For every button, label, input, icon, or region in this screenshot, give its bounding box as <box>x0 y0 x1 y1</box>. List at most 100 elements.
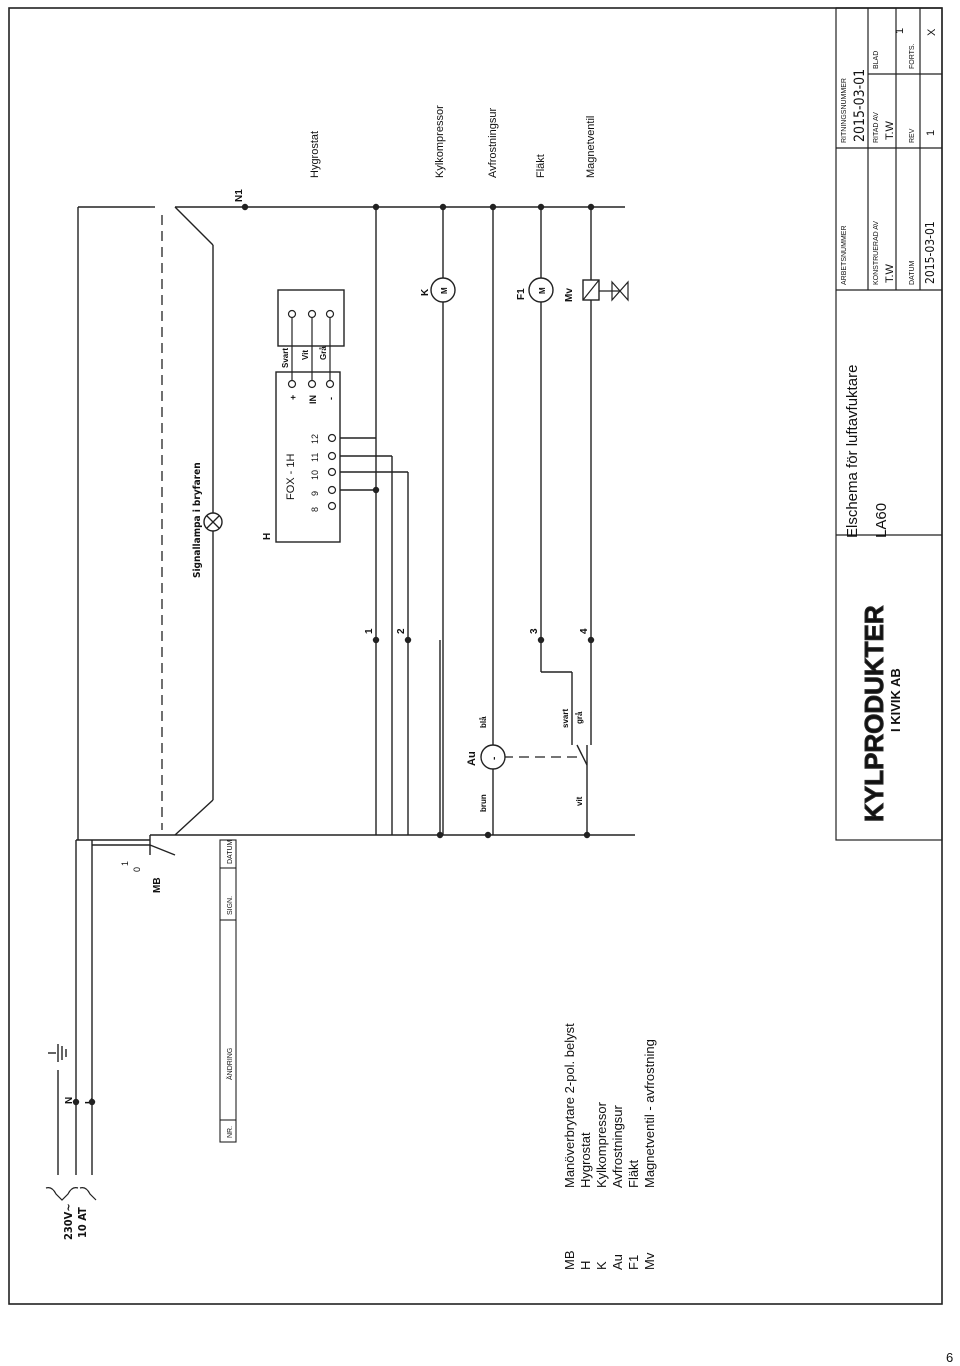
legend-desc-au: Avfrostningsur <box>610 1104 625 1188</box>
legend-code-au: Au <box>610 1254 625 1270</box>
label-ritad-av: RITAD AV <box>873 112 880 143</box>
fan-m-label: M <box>538 287 547 294</box>
fan-motor-f1: M F1 <box>516 277 554 303</box>
fan-f1-label: F1 <box>516 288 527 300</box>
value-forts: X <box>926 28 938 36</box>
component-legend: MB Manöverbrytare 2-pol. belyst H Hygros… <box>562 1023 657 1270</box>
timer-au-label: Au <box>466 751 478 766</box>
sensor-wire-vit: Vit <box>301 350 310 360</box>
mb-label: MB <box>152 877 163 893</box>
label-konstruerad-av: KONSTRUERAD AV <box>873 221 880 285</box>
compressor-m-label: M <box>440 287 449 294</box>
humidity-sensor-box <box>277 289 345 347</box>
timer-wire-gra: grå <box>575 711 584 724</box>
circuit-descriptions: Hygrostat Kylkompressor Avfrostningsur F… <box>309 105 597 178</box>
revision-table-headers: NR. ÄNDRING SIGN. DATUM <box>226 839 234 1138</box>
circuit-hygrostat: Hygrostat <box>309 131 321 178</box>
timer-minus-label: - <box>489 757 500 760</box>
rev-header-andring: ÄNDRING <box>226 1048 234 1080</box>
wire-number-3: 3 <box>529 628 540 634</box>
legend-desc-h: Hygrostat <box>578 1132 593 1188</box>
earth-symbol <box>48 1044 67 1062</box>
timer-wire-brun: brun <box>479 794 488 812</box>
page-number: 6 <box>946 1350 953 1365</box>
fox-terminal-11: 11 <box>310 453 320 462</box>
timer-wire-svart: svart <box>561 709 570 728</box>
legend-desc-mb: Manöverbrytare 2-pol. belyst <box>562 1023 577 1188</box>
hygrostat-controller: H FOX - 1H 8 9 10 11 12 + IN - Svart Vit… <box>262 289 345 543</box>
company-logo: KYLPRODUKTER I KIVIK AB <box>859 605 904 823</box>
value-ritad-av: T.W <box>884 120 896 140</box>
sheet-border <box>8 7 943 1305</box>
fox-terminal-8: 8 <box>310 507 320 512</box>
wire-number-2: 2 <box>396 628 407 634</box>
sensor-wire-svart: Svart <box>281 348 290 368</box>
sensor-pin-minus: - <box>326 397 336 400</box>
value-rev: 1 <box>925 130 937 136</box>
circuit-avfrostningsur: Avfrostningsur <box>487 108 499 178</box>
legend-desc-k: Kylkompressor <box>594 1101 609 1188</box>
value-blad: 1 <box>894 28 906 34</box>
fox-terminal-10: 10 <box>310 470 320 480</box>
rev-header-datum: DATUM <box>227 839 234 864</box>
wire-number-4: 4 <box>579 628 590 634</box>
label-forts: FORTS. <box>909 43 916 69</box>
sensor-pin-plus: + <box>288 395 298 400</box>
signal-lamp: Signallampa i bryfaren <box>192 462 223 578</box>
compressor-motor-k: M K <box>420 277 456 303</box>
mb-position-1: 1 <box>120 861 130 866</box>
hygrostat-h-label: H <box>262 533 273 540</box>
circuit-magnetventil: Magnetventil <box>585 116 597 178</box>
label-rev: REV <box>909 128 916 143</box>
sensor-wire-gra: Grå <box>319 346 328 360</box>
supply-fuse: 10 AT <box>76 1207 89 1238</box>
legend-code-h: H <box>578 1261 593 1270</box>
title-block-text: ARBETSNUMMER RITNINGSNUMMER 2015-03-01 K… <box>841 28 938 538</box>
title-block <box>835 7 943 841</box>
label-blad: BLAD <box>873 51 880 69</box>
wire-numbers: 1 2 3 4 <box>364 628 590 634</box>
rev-header-sign: SIGN. <box>227 896 234 915</box>
legend-code-mb: MB <box>562 1251 577 1271</box>
revision-table <box>219 839 237 1143</box>
value-konstruerad-av: T.W <box>884 263 896 283</box>
circuit-flakt: Fläkt <box>535 154 547 178</box>
terminal-n-label: N <box>64 1097 75 1104</box>
logo-wordmark: KYLPRODUKTER <box>859 605 889 822</box>
fox-terminal-12: 12 <box>310 434 320 444</box>
legend-code-k: K <box>594 1261 609 1270</box>
mechanical-linkage <box>161 215 578 830</box>
legend-code-mv: Mv <box>642 1252 657 1270</box>
sensor-pin-in: IN <box>308 395 318 404</box>
timer-wire-vit: vit <box>575 796 584 806</box>
signal-lamp-label: Signallampa i bryfaren <box>192 462 203 578</box>
logo-subline: I KIVIK AB <box>888 668 903 732</box>
timer-wire-bla: blå <box>479 716 488 728</box>
legend-desc-mv: Magnetventil - avfrostning <box>642 1039 657 1188</box>
fox-model-label: FOX - 1H <box>285 453 297 500</box>
drawing-title: Elschema för luftavfuktare <box>844 365 861 538</box>
value-datum: 2015-03-01 <box>923 221 937 284</box>
rev-header-nr: NR. <box>227 1126 234 1138</box>
power-supply: 230V~ 10 AT N L <box>45 1044 97 1240</box>
supply-voltage: 230V~ <box>62 1203 75 1240</box>
drawing-model: LA60 <box>873 503 890 538</box>
circuit-kylkompressor: Kylkompressor <box>434 105 446 178</box>
value-ritningsnummer: 2015-03-01 <box>852 69 868 142</box>
fox-terminal-9: 9 <box>310 491 320 496</box>
mb-position-0: 0 <box>132 867 142 872</box>
n1-node: N1 <box>234 189 245 202</box>
legend-desc-f1: Fläkt <box>626 1159 641 1188</box>
n1-label: N1 <box>234 189 245 202</box>
mb-main-switch: MB 0 1 <box>120 835 176 893</box>
wiring <box>57 203 635 1175</box>
legend-code-f1: F1 <box>626 1255 641 1270</box>
wire-number-1: 1 <box>364 628 375 634</box>
valve-mv-label: Mv <box>564 288 575 302</box>
defrost-timer-au: - Au blå brun svart grå vit <box>466 709 584 812</box>
label-ritningsnummer: RITNINGSNUMMER <box>841 78 848 143</box>
label-arbetsnummer: ARBETSNUMMER <box>841 225 848 285</box>
solenoid-valve-mv: Mv <box>564 279 629 302</box>
label-datum: DATUM <box>909 260 916 285</box>
